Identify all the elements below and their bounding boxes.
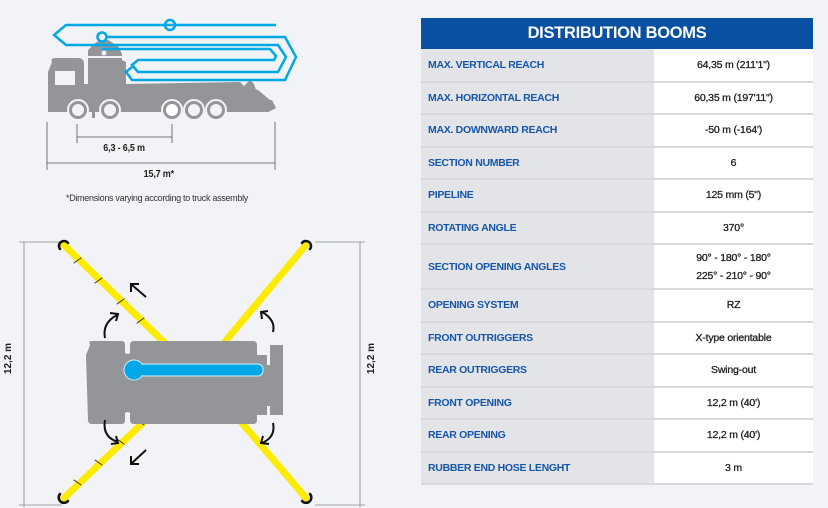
truck-side-illustration — [46, 18, 298, 170]
spec-label: OPENING SYSTEM — [421, 289, 654, 323]
truck-body-side — [48, 40, 276, 112]
truck-outline-top — [86, 341, 283, 424]
spec-value: 125 mm (5") — [654, 179, 813, 213]
outrigger-foot — [300, 492, 313, 505]
opening-dimension-lines — [19, 241, 365, 507]
right-opening-label: 12,2 m — [366, 342, 378, 375]
spec-value-line-1: 90° - 180° - 180° — [696, 251, 771, 264]
spec-value: 12,2 m (40') — [654, 386, 813, 420]
spec-value: 3 m — [654, 451, 813, 485]
spec-value: 12,2 m (40') — [654, 419, 813, 453]
folded-boom — [52, 18, 298, 82]
spec-label: MAX. DOWNWARD REACH — [421, 114, 654, 148]
left-opening-label: 12,2 m — [3, 342, 15, 375]
spec-value: -50 m (-164') — [654, 114, 813, 148]
spec-value-line-2: 225° - 210° - 90° — [696, 269, 771, 282]
truck-side-view: 6,3 - 6,5 m 15,7 m* *Dimensions varying … — [0, 0, 340, 210]
swing-arrows — [103, 283, 275, 465]
spec-label: PIPELINE — [421, 179, 654, 213]
table-row: MAX. DOWNWARD REACH-50 m (-164') — [421, 114, 813, 148]
spec-label: FRONT OUTRIGGERS — [421, 321, 654, 355]
rotate-arrow-icon — [103, 419, 119, 443]
spec-value: 90° - 180° - 180° 225° - 210° - 90° — [654, 244, 813, 290]
table-title: DISTRIBUTION BOOMS — [421, 18, 813, 49]
rotate-arrow-icon — [103, 314, 118, 339]
dimension-lines — [46, 122, 276, 170]
table-header-row: DISTRIBUTION BOOMS — [421, 18, 813, 49]
spec-label: MAX. VERTICAL REACH — [421, 49, 654, 83]
spec-value: RZ — [654, 289, 813, 323]
spec-label: RUBBER END HOSE LENGHT — [421, 451, 654, 485]
spec-label: REAR OUTRIGGERS — [421, 354, 654, 388]
extend-arrow-icon — [131, 449, 147, 464]
cab-window — [55, 71, 75, 85]
spec-label: ROTATING ANGLE — [421, 211, 654, 245]
spec-value: Swing-out — [654, 354, 813, 388]
spec-value: 6 — [654, 146, 813, 180]
boom-top — [123, 359, 264, 381]
wheelbase-label: 6,3 - 6,5 m — [103, 143, 145, 154]
spec-label: SECTION NUMBER — [421, 146, 654, 180]
rotate-arrow-icon — [261, 422, 275, 444]
spec-label: REAR OPENING — [421, 419, 654, 453]
spec-value: 60,35 m (197'11") — [654, 81, 813, 115]
outrigger-foot — [57, 239, 70, 251]
outrigger-illustration — [19, 239, 365, 507]
truck-chassis — [84, 82, 276, 112]
boom-joint — [96, 31, 108, 43]
spec-label: MAX. HORIZONTAL REACH — [421, 81, 654, 115]
truck-body-top — [86, 341, 283, 424]
dimensions-footnote: *Dimensions varying according to truck a… — [66, 193, 248, 203]
outrigger-foot — [300, 239, 313, 251]
truck-wheels — [67, 99, 227, 121]
table-row: SECTION OPENING ANGLES 90° - 180° - 180°… — [421, 244, 813, 290]
spec-label: SECTION OPENING ANGLES — [421, 244, 654, 290]
spec-value: 64,35 m (211'1") — [654, 49, 813, 83]
total-length-label: 15,7 m* — [143, 169, 174, 180]
outrigger-foot — [57, 492, 70, 505]
spec-label: FRONT OPENING — [421, 386, 654, 420]
spec-value: 370° — [654, 211, 813, 245]
extend-arrow-icon — [131, 284, 147, 298]
rotate-arrow-icon — [261, 311, 275, 333]
front-right-outrigger — [214, 241, 310, 354]
front-left-outrigger — [60, 241, 176, 354]
outrigger-top-view: 12,2 m 12,2 m — [0, 225, 410, 508]
spec-value: X-type orientable — [654, 321, 813, 355]
